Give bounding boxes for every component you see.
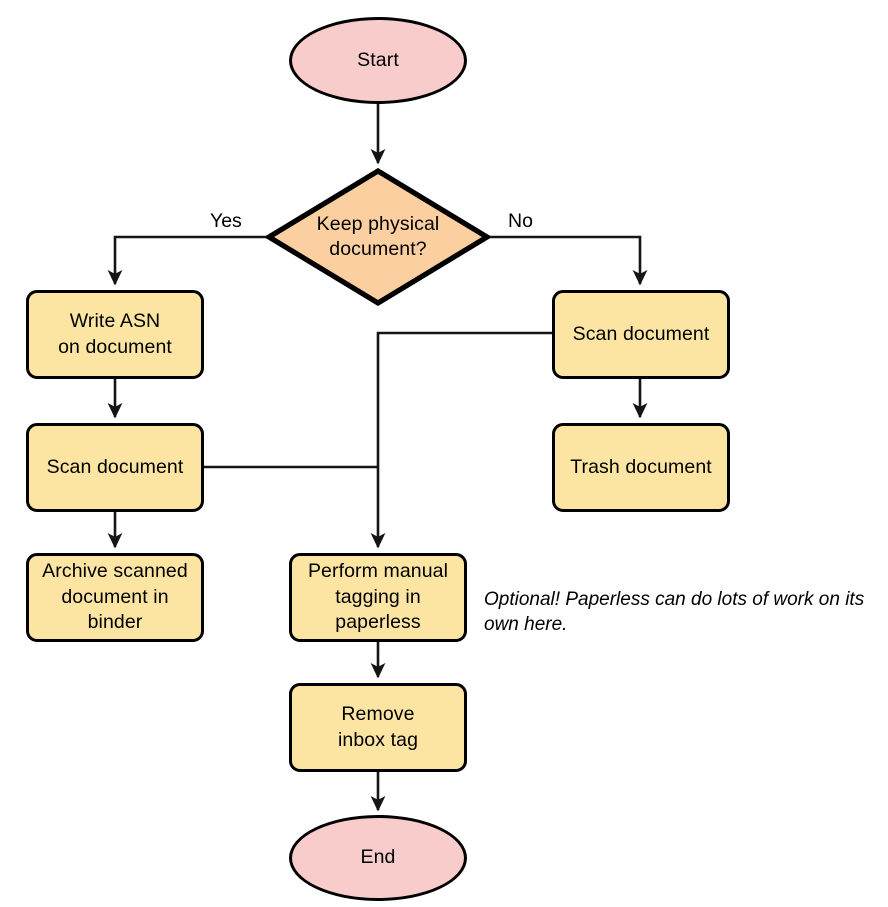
node-scan-document-right[interactable]: Scan document: [552, 290, 730, 379]
edge-decision-no-to-scan-right: [490, 235, 648, 286]
node-end[interactable]: End: [289, 815, 467, 901]
node-manual-tagging-label: Perform manual tagging in paperless: [308, 559, 448, 635]
node-write-asn-on-document[interactable]: Write ASN on document: [26, 290, 204, 379]
node-start-label: Start: [357, 48, 399, 71]
node-archive-label-line2: document in: [61, 585, 169, 608]
node-manual-tagging-label-line2: tagging in: [335, 585, 421, 608]
node-remove-inbox-label-line1: Remove: [341, 703, 415, 726]
edge-label-yes: Yes: [210, 210, 242, 232]
node-trash-document[interactable]: Trash document: [552, 423, 730, 512]
node-scan-document-left[interactable]: Scan document: [26, 423, 204, 512]
node-decision-label: Keep physical document?: [295, 212, 461, 263]
node-archive-label-line3: binder: [87, 611, 143, 634]
node-scan-document-right-label: Scan document: [572, 322, 710, 345]
node-start[interactable]: Start: [289, 17, 467, 104]
node-decision-keep-physical-document[interactable]: Keep physical document?: [266, 168, 490, 306]
node-write-asn-label: Write ASN on document: [58, 309, 172, 360]
node-write-asn-label-line1: Write ASN: [69, 310, 161, 333]
node-remove-inbox-label: Remove inbox tag: [338, 702, 418, 753]
node-remove-inbox-tag[interactable]: Remove inbox tag: [289, 683, 467, 772]
node-remove-inbox-label-line2: inbox tag: [337, 728, 419, 751]
node-write-asn-label-line2: on document: [58, 335, 172, 358]
node-end-label: End: [360, 846, 396, 869]
node-archive-label-line1: Archive scanned: [42, 560, 188, 583]
node-trash-document-label: Trash document: [570, 455, 712, 478]
node-manual-tagging-label-line1: Perform manual: [307, 560, 449, 583]
node-scan-document-left-label: Scan document: [46, 455, 184, 478]
node-decision-label-line2: document?: [329, 238, 427, 260]
edge-scan-right-to-manual-tagging: [370, 331, 552, 549]
annotation-optional-note: Optional! Paperless can do lots of work …: [484, 589, 865, 635]
node-perform-manual-tagging-in-paperless[interactable]: Perform manual tagging in paperless: [289, 553, 467, 642]
node-archive-label: Archive scanned document in binder: [42, 559, 188, 635]
node-decision-label-line1: Keep physical: [316, 212, 440, 235]
node-manual-tagging-label-line3: paperless: [335, 611, 421, 634]
edge-decision-yes-to-write-asn: [107, 235, 266, 286]
edge-label-no: No: [508, 210, 533, 232]
node-archive-scanned-document-in-binder[interactable]: Archive scanned document in binder: [26, 553, 204, 642]
diamond-shape: [266, 168, 490, 306]
